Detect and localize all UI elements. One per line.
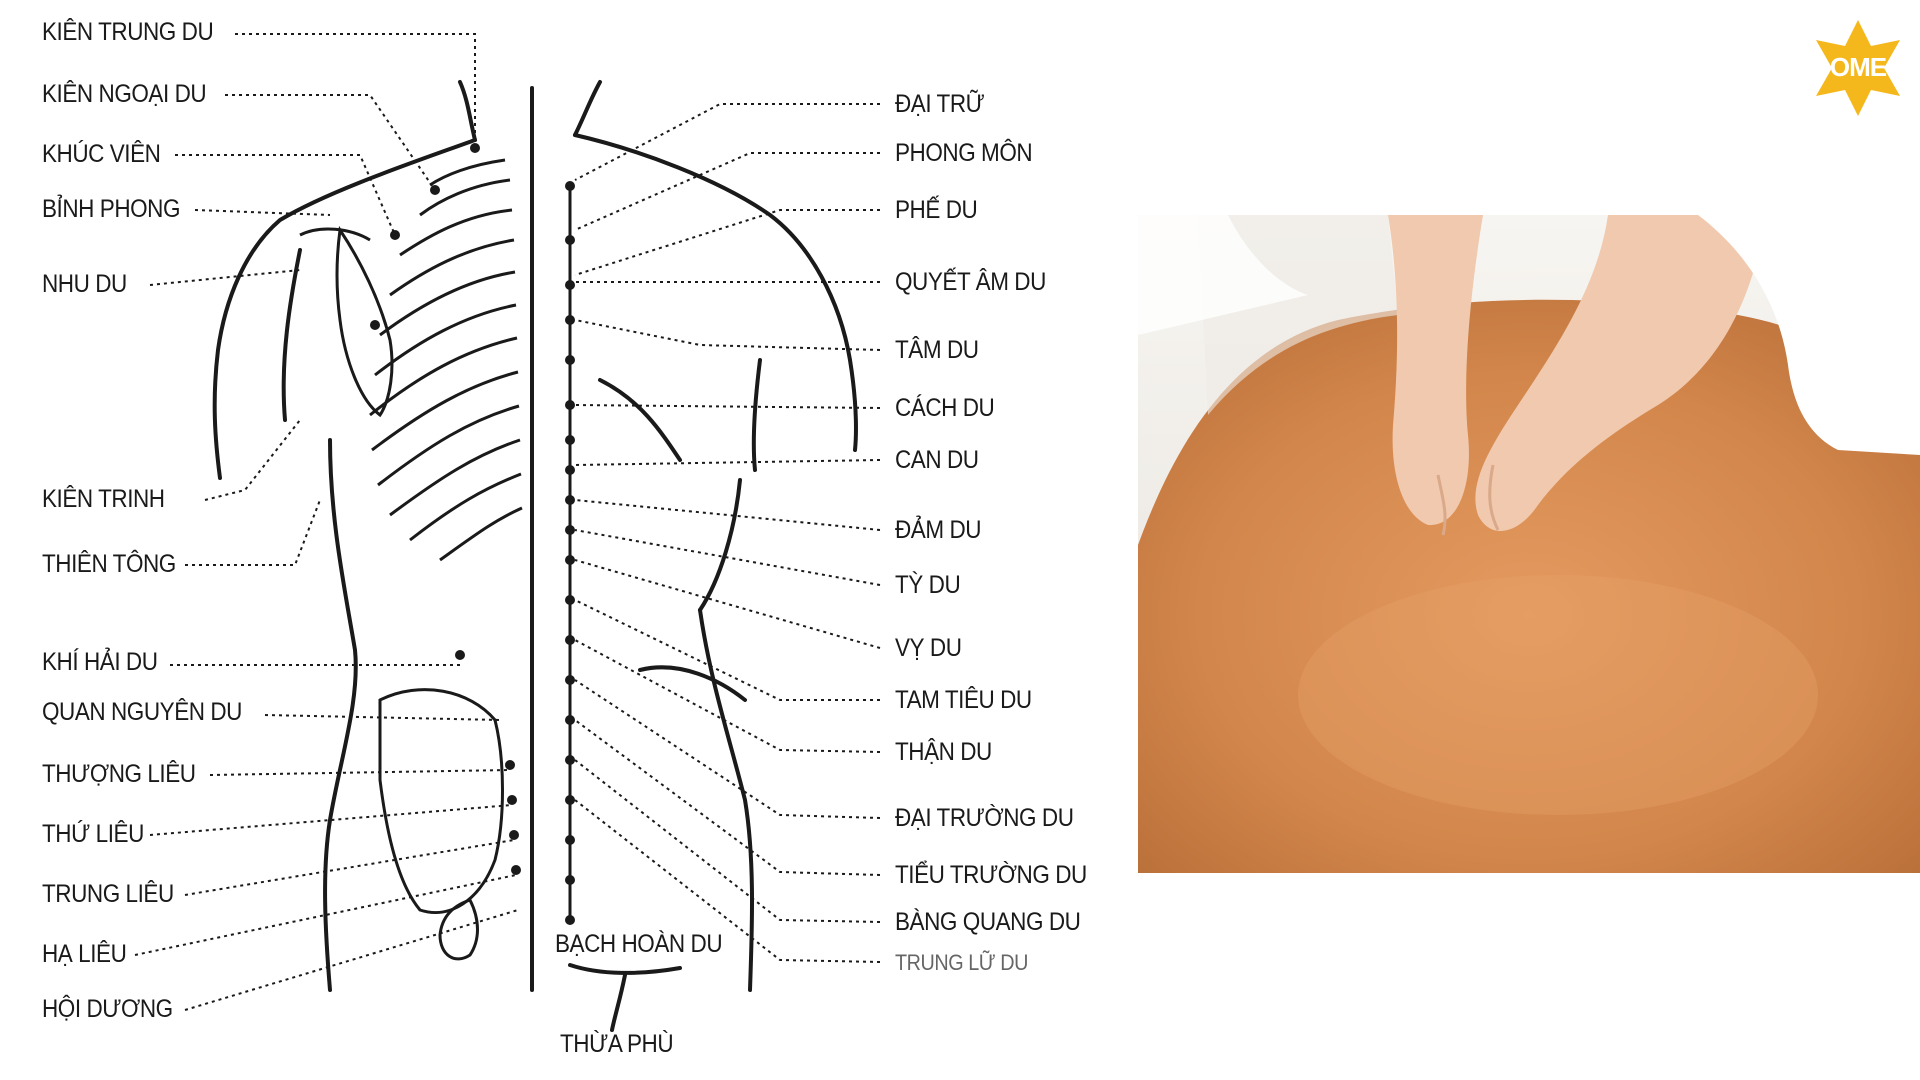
star-shape <box>1816 20 1900 116</box>
rib-cage <box>369 158 523 562</box>
label-kien-ngoai-du: KIÊN NGOẠI DU <box>42 80 207 108</box>
label-dai-truong-du: ĐẠI TRƯỜNG DU <box>895 804 1074 832</box>
label-tam-du: TÂM DU <box>895 336 979 364</box>
label-cach-du: CÁCH DU <box>895 394 995 422</box>
left-leader-lines <box>134 33 519 1011</box>
body-outline <box>212 80 858 1032</box>
bones <box>299 225 504 961</box>
label-khi-hai-du: KHÍ HẢI DU <box>42 648 158 676</box>
massage-illustration <box>1138 215 1920 873</box>
label-hoi-duong: HỘI DƯƠNG <box>42 995 173 1023</box>
label-tieu-truong-du: TIỂU TRƯỜNG DU <box>895 861 1087 889</box>
label-bach-hoan-du: BẠCH HOÀN DU <box>555 930 723 958</box>
label-dai-tru: ĐẠI TRỮ <box>895 90 985 118</box>
right-leader-lines <box>574 103 881 963</box>
acupoint-back-diagram <box>134 33 881 1032</box>
label-than-du: THẬN DU <box>895 738 992 766</box>
label-thien-tong: THIÊN TÔNG <box>42 550 176 578</box>
back-massage-photo <box>1138 215 1920 873</box>
label-khuc-vien: KHÚC VIÊN <box>42 140 161 168</box>
label-quyet-am-du: QUYẾT ÂM DU <box>895 268 1046 296</box>
label-kien-trung-du: KIÊN TRUNG DU <box>42 18 214 46</box>
star-logo-icon <box>1816 20 1900 116</box>
label-phong-mon: PHONG MÔN <box>895 139 1033 167</box>
label-nhu-du: NHU DU <box>42 270 127 298</box>
label-phe-du: PHẾ DU <box>895 196 978 224</box>
label-binh-phong: BỈNH PHONG <box>42 195 181 223</box>
label-can-du: CAN DU <box>895 446 979 474</box>
label-vy-du: VỴ DU <box>895 634 962 662</box>
label-dam-du: ĐẢM DU <box>895 516 982 544</box>
label-trung-lu-du: TRUNG LỮ DU <box>895 950 1028 975</box>
label-thuong-lieu: THƯỢNG LIÊU <box>42 760 196 788</box>
label-tam-tieu-du: TAM TIÊU DU <box>895 686 1032 714</box>
label-trung-lieu: TRUNG LIÊU <box>42 880 174 908</box>
label-ty-du: TỲ DU <box>895 571 961 599</box>
label-thua-phu: THỪA PHÙ <box>560 1030 674 1058</box>
label-thu-lieu: THỨ LIÊU <box>42 820 144 848</box>
label-kien-trinh: KIÊN TRINH <box>42 485 165 513</box>
logo-text: OME <box>1829 52 1887 82</box>
label-bang-quang-du: BÀNG QUANG DU <box>895 908 1081 936</box>
label-ha-lieu: HẠ LIÊU <box>42 940 127 968</box>
label-quan-nguyen-du: QUAN NGUYÊN DU <box>42 698 242 726</box>
